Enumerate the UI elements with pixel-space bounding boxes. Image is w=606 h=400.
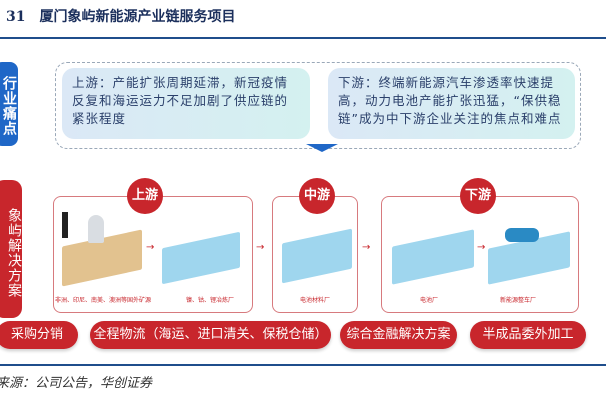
flow-arrow-icon: → [256, 242, 265, 253]
pain-points-tab: 行业痛点 [0, 62, 18, 146]
flow-arrow-icon: → [362, 242, 371, 253]
stage-caption: 电池材料厂 [300, 297, 331, 304]
service-logistics: 全程物流（海运、进口清关、保税仓储） [90, 321, 331, 349]
midstream-badge: 中游 [299, 178, 335, 214]
mine-tower-illustration [88, 215, 104, 243]
worker-illustration [62, 212, 68, 238]
flow-arrow-icon: → [477, 242, 486, 253]
stage-caption: 电池厂 [420, 297, 439, 304]
service-processing: 半成品委外加工 [470, 321, 586, 349]
source-note: 资料来源：公司公告，华创证券 [0, 376, 153, 391]
service-finance: 综合金融解决方案 [340, 321, 457, 349]
solution-tab: 象屿解决方案 [0, 180, 22, 318]
stage-caption: 镍、钴、锂冶炼厂 [186, 297, 235, 304]
stage-caption: 新能源整车厂 [500, 297, 537, 304]
flow-arrow-icon: → [146, 242, 155, 253]
header-divider [0, 37, 606, 39]
upstream-pain-card: 上游：产能扩张周期延滞，新冠疫情反复和海运运力不足加剧了供应链的紧张程度 [62, 68, 310, 139]
down-arrow-icon [306, 144, 338, 152]
figure-title: 厦门象屿新能源产业链服务项目 [39, 9, 236, 25]
service-procurement: 采购分销 [0, 321, 78, 349]
downstream-badge: 下游 [460, 178, 496, 214]
figure-number: 31 [6, 9, 26, 25]
footer-divider [0, 364, 606, 366]
page-title: 31 厦门象屿新能源产业链服务项目 [6, 6, 235, 26]
stage-caption: 非洲、印尼、南美、澳洲等国外矿源 [55, 297, 152, 304]
downstream-pain-card: 下游：终端新能源汽车渗透率快速提高，动力电池产能扩张迅猛，“保供稳链”成为中下游… [328, 68, 575, 139]
car-illustration [505, 228, 539, 242]
upstream-badge: 上游 [127, 178, 163, 214]
